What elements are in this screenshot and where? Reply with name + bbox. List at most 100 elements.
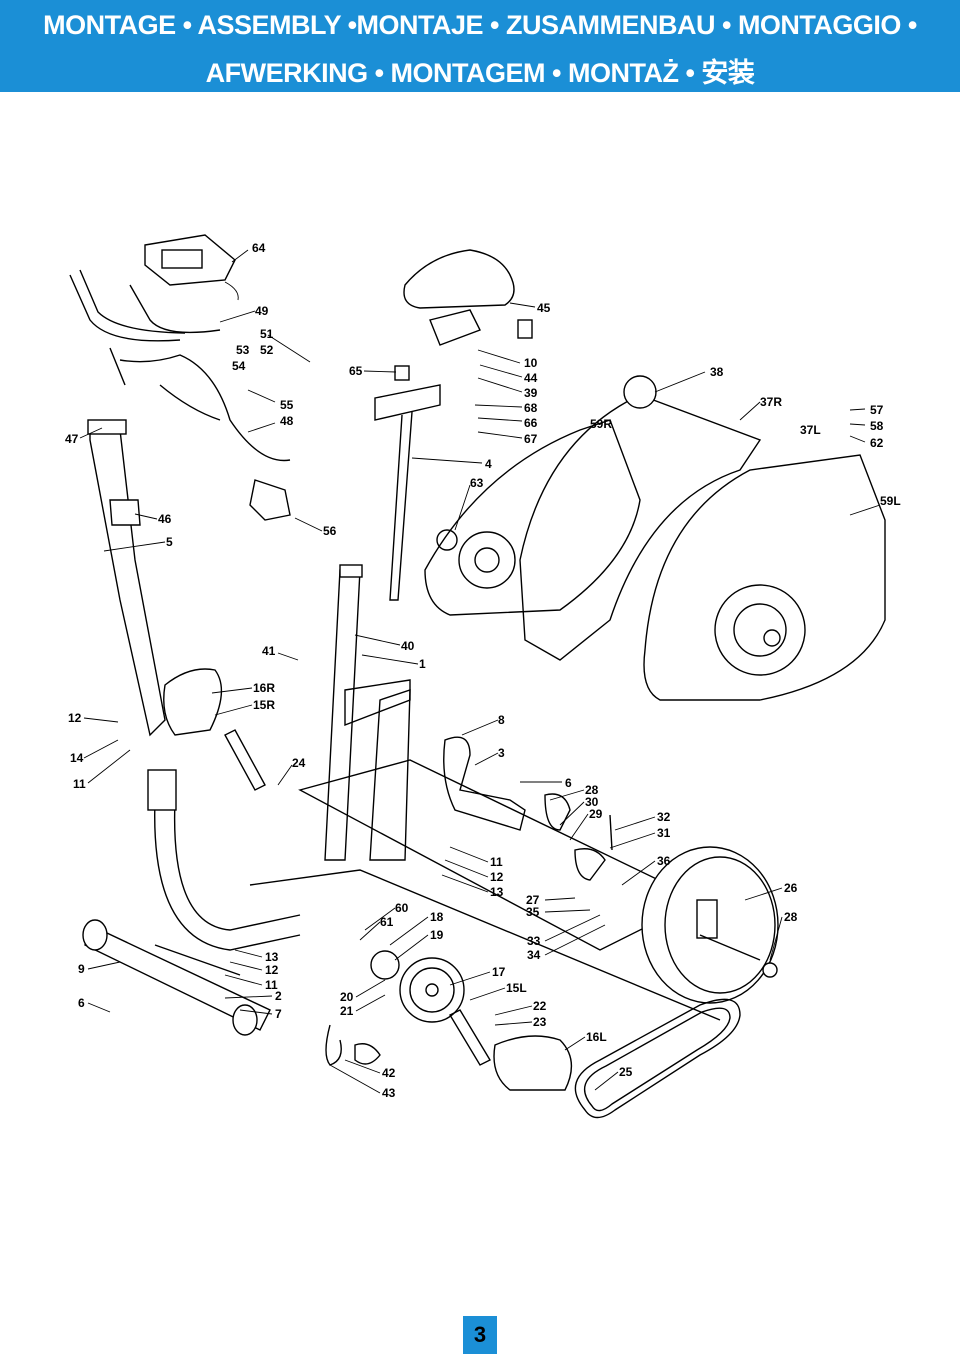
callout-35: 35 — [526, 905, 540, 919]
callout-59R: 59R — [590, 417, 612, 431]
callout-7: 7 — [275, 1007, 282, 1021]
callout-52: 52 — [260, 343, 274, 357]
callout-33: 33 — [527, 934, 541, 948]
seat-part — [403, 249, 533, 346]
callout-14: 14 — [70, 751, 84, 765]
front-post-part — [87, 419, 166, 737]
seat-post-part — [374, 365, 441, 601]
leader-lines — [79, 249, 881, 1094]
callout-labels: 64 49 51 53 52 54 55 48 47 65 45 10 44 3… — [65, 241, 901, 1100]
callout-67: 67 — [524, 432, 538, 446]
callout-13: 13 — [490, 885, 504, 899]
cover-left-part — [643, 454, 886, 701]
callout-54: 54 — [232, 359, 246, 373]
front-foot-part — [82, 919, 271, 1036]
pedal-left-part — [449, 1009, 573, 1091]
callout-30: 30 — [585, 795, 599, 809]
handlebar-part — [69, 269, 291, 521]
callout-60: 60 — [395, 901, 409, 915]
callout-27: 27 — [526, 893, 540, 907]
assembly-drawing: 64 49 51 53 52 54 55 48 47 65 45 10 44 3… — [65, 234, 901, 1119]
callout-39: 39 — [524, 386, 538, 400]
callout-20: 20 — [340, 990, 354, 1004]
callout-11-b: 11 — [490, 855, 503, 869]
callout-57: 57 — [870, 403, 884, 417]
callout-25: 25 — [619, 1065, 633, 1079]
callout-47: 47 — [65, 432, 79, 446]
flywheel-part — [641, 846, 779, 1004]
callout-17: 17 — [492, 965, 506, 979]
callout-22: 22 — [533, 999, 547, 1013]
callout-58: 58 — [870, 419, 884, 433]
callout-28-b: 28 — [784, 910, 798, 924]
callout-11: 11 — [73, 777, 86, 791]
callout-53: 53 — [236, 343, 250, 357]
callout-12: 12 — [68, 711, 82, 725]
callout-19: 19 — [430, 928, 444, 942]
callout-6: 6 — [565, 776, 572, 790]
callout-42: 42 — [382, 1066, 396, 1080]
callout-68: 68 — [524, 401, 538, 415]
callout-37R: 37R — [760, 395, 782, 409]
callout-13-b: 13 — [265, 950, 279, 964]
callout-64: 64 — [252, 241, 266, 255]
callout-8: 8 — [498, 713, 505, 727]
callout-65: 65 — [349, 364, 363, 378]
callout-63: 63 — [470, 476, 484, 490]
callout-11-c: 11 — [265, 978, 278, 992]
cover-center-part — [519, 375, 762, 661]
callout-61: 61 — [380, 915, 394, 929]
callout-34: 34 — [527, 948, 541, 962]
callout-43: 43 — [382, 1086, 396, 1100]
pulley-part — [370, 950, 465, 1023]
callout-21: 21 — [340, 1004, 354, 1018]
callout-4: 4 — [485, 457, 492, 471]
callout-10: 10 — [524, 356, 538, 370]
callout-59L: 59L — [880, 494, 901, 508]
callout-40: 40 — [401, 639, 415, 653]
callout-51: 51 — [260, 327, 274, 341]
cover-right-part — [424, 419, 641, 616]
callout-29: 29 — [589, 807, 603, 821]
console-part — [144, 234, 239, 301]
callout-1: 1 — [419, 657, 426, 671]
callout-16L: 16L — [586, 1030, 607, 1044]
callout-37L: 37L — [800, 423, 821, 437]
header-title-line1: MONTAGE • ASSEMBLY •MONTAJE • ZUSAMMENBA… — [43, 10, 917, 40]
page-number: 3 — [463, 1316, 497, 1354]
callout-16R: 16R — [253, 681, 275, 695]
callout-38: 38 — [710, 365, 724, 379]
callout-31: 31 — [657, 826, 671, 840]
pedal-right-part — [163, 668, 266, 791]
callout-3: 3 — [498, 746, 505, 760]
sensor-cable-part — [325, 1024, 381, 1066]
callout-23: 23 — [533, 1015, 547, 1029]
callout-24: 24 — [292, 756, 306, 770]
callout-12-c: 12 — [265, 963, 279, 977]
callout-36: 36 — [657, 854, 671, 868]
callout-28: 28 — [585, 783, 599, 797]
callout-62: 62 — [870, 436, 884, 450]
callout-6-b: 6 — [78, 996, 85, 1010]
callout-49: 49 — [255, 304, 269, 318]
exploded-assembly-diagram: 64 49 51 53 52 54 55 48 47 65 45 10 44 3… — [0, 92, 960, 1322]
callout-15L: 15L — [506, 981, 527, 995]
callout-41: 41 — [262, 644, 276, 658]
callout-15R: 15R — [253, 698, 275, 712]
callout-46: 46 — [158, 512, 172, 526]
drive-belt-part — [574, 998, 741, 1119]
callout-32: 32 — [657, 810, 671, 824]
callout-18: 18 — [430, 910, 444, 924]
main-frame-part — [147, 564, 721, 1021]
callout-66: 66 — [524, 416, 538, 430]
callout-5: 5 — [166, 535, 173, 549]
callout-26: 26 — [784, 881, 798, 895]
callout-56: 56 — [323, 524, 337, 538]
header-title-line2: AFWERKING • MONTAGEM • MONTAŻ • 安装 — [205, 58, 755, 88]
callout-55: 55 — [280, 398, 294, 412]
callout-45: 45 — [537, 301, 551, 315]
page-header: MONTAGE • ASSEMBLY •MONTAJE • ZUSAMMENBA… — [0, 0, 960, 92]
callout-9: 9 — [78, 962, 85, 976]
callout-44: 44 — [524, 371, 538, 385]
callout-12-b: 12 — [490, 870, 504, 884]
